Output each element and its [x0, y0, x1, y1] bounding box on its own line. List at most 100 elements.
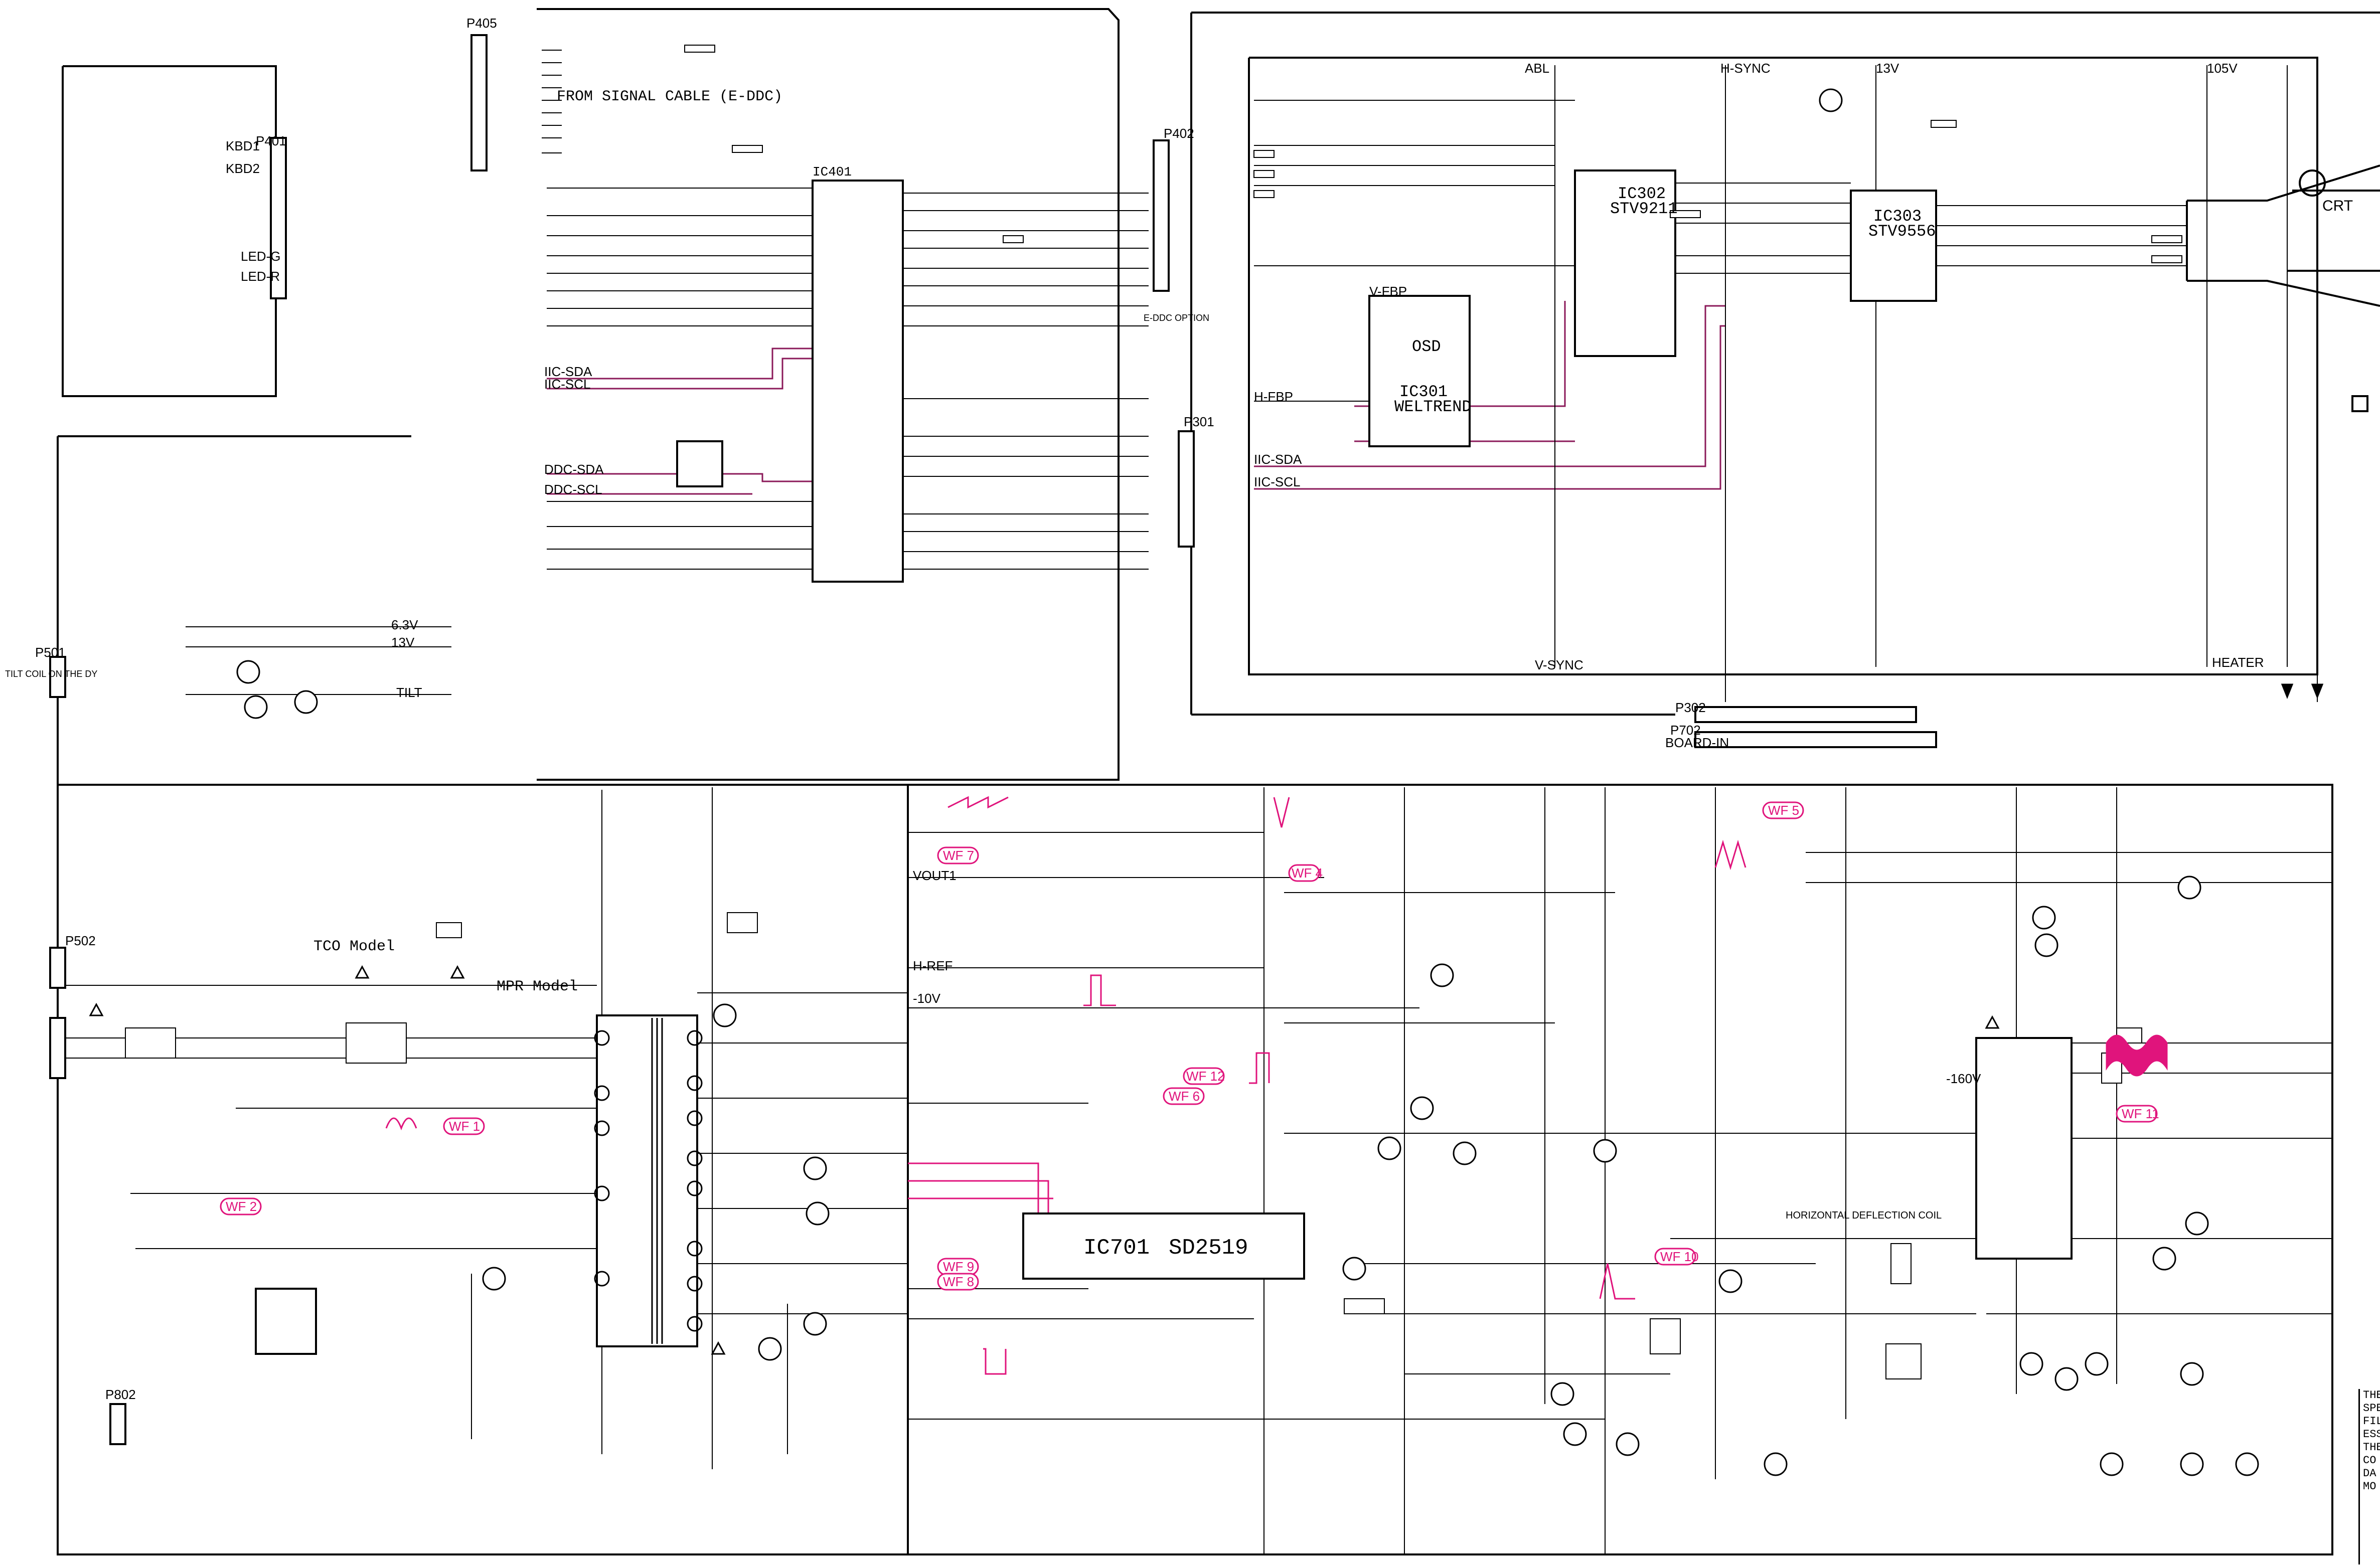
warning-icon [89, 1002, 104, 1016]
mcu-section-border [537, 8, 1120, 781]
connector-p302 [1694, 706, 1917, 723]
wf4-label: WF 4 [1292, 865, 1323, 881]
v6-3-label: 6.3V [391, 617, 418, 632]
p401-label: P401 [256, 133, 286, 148]
p302-label: P302 [1675, 700, 1706, 715]
wf10-label: WF 10 [1660, 1249, 1699, 1264]
tilt-label: TILT [396, 685, 422, 700]
ic301-name: IC301 [1399, 383, 1448, 401]
wf7-label: WF 7 [943, 848, 974, 863]
warning-icon [355, 965, 370, 979]
ic301-func: OSD [1412, 337, 1441, 356]
iic-scl-label: IIC-SCL [544, 377, 590, 392]
crt-neck [2186, 164, 2380, 307]
connector-p502 [49, 947, 66, 989]
ic302-stv9211 [1574, 169, 1676, 357]
p402-label: P402 [1164, 126, 1194, 141]
minus160v-label: -160V [1946, 1071, 1981, 1086]
p802-label: P802 [105, 1387, 136, 1402]
p502-label: P502 [65, 933, 96, 948]
connector-p405 [470, 34, 488, 171]
connector-p501 [49, 656, 66, 698]
ddc-sda-label: DDC-SDA [544, 462, 604, 477]
iic-scl-bus [547, 325, 1725, 490]
connector-p401 [270, 137, 287, 299]
v13-label: 13V [1876, 61, 1899, 76]
wf8-label: WF 8 [943, 1274, 974, 1289]
pincushion-wave [2106, 1034, 2168, 1077]
led-g-label: LED-G [241, 249, 280, 264]
v-sync-label: V-SYNC [1535, 657, 1583, 672]
power-transformer [596, 1014, 698, 1347]
iic-sda-bus [547, 305, 1725, 467]
ic501 [255, 1288, 317, 1355]
title-note-1: THE [2363, 1389, 2380, 1402]
ic302-name: IC302 [1618, 185, 1666, 203]
connector-p303 [2351, 395, 2368, 412]
ic301-osd [1368, 295, 1471, 447]
h-ref-label: H-REF [913, 958, 953, 973]
warning-icon [711, 1341, 726, 1355]
ic401-mcu [812, 180, 904, 583]
wf6-label: WF 6 [1169, 1089, 1200, 1104]
ddc-option-label: E-DDC OPTION [1144, 313, 1209, 323]
warning-icon [450, 965, 465, 979]
title-code: CO [2363, 1454, 2376, 1467]
wf11-label: WF 11 [2122, 1106, 2159, 1121]
ic303-part: STV9556 [1868, 222, 1936, 241]
ic303-stv9556 [1850, 190, 1937, 302]
h-sync-label: H-SYNC [1720, 61, 1771, 76]
p405-label: P405 [466, 16, 497, 31]
warning-icon [1985, 1015, 2000, 1029]
ddc-scl-label: DDC-SCL [544, 482, 602, 497]
kbd2-label: KBD2 [226, 161, 260, 176]
fbt-transformer [1975, 1037, 2073, 1260]
wf2-label: WF 2 [226, 1199, 257, 1214]
wf9-label: WF 9 [943, 1259, 974, 1274]
iic-scl-osd-label: IIC-SCL [1254, 474, 1300, 489]
tco-model-label: TCO Model [313, 938, 395, 955]
abl-label: ABL [1525, 61, 1549, 76]
title-block: THE SPE FIL ESS THE CO DA MO [2358, 1389, 2380, 1564]
tilt-coil-label: TILT COIL ON THE DY [5, 669, 97, 679]
title-note-5: THE [2363, 1441, 2380, 1454]
p702-label: P702 [1670, 723, 1701, 738]
ic303-name: IC303 [1873, 207, 1922, 226]
from-signal-cable-label: FROM SIGNAL CABLE (E-DDC) [557, 88, 782, 105]
h-fbp-label: H-FBP [1254, 389, 1293, 404]
ddc-bus [547, 473, 818, 495]
v13-tilt-label: 13V [391, 635, 415, 650]
wf1-label: WF 1 [449, 1119, 480, 1134]
led-r-label: LED-R [241, 269, 280, 284]
heater-label: HEATER [2212, 655, 2264, 670]
board-in-label: BOARD-IN [1665, 735, 1729, 750]
horizontal-deflection-label: HORIZONTAL DEFLECTION COIL [1786, 1210, 1942, 1221]
v-fbp-label: V-FBP [1369, 284, 1407, 299]
connector-p702 [1694, 731, 1937, 748]
minus10v-label: -10V [913, 991, 941, 1006]
connector-p801 [49, 1017, 66, 1079]
ic701-name: IC701 [1083, 1236, 1150, 1261]
connector-p802 [109, 1403, 126, 1445]
crt-label: CRT [2322, 198, 2353, 214]
kbd1-label: KBD1 [226, 138, 260, 153]
ic403 [676, 440, 723, 487]
power-section-border [57, 784, 909, 1555]
ic401-name: IC401 [813, 164, 852, 180]
title-note-3: FIL [2363, 1415, 2380, 1428]
ic701-part: SD2519 [1169, 1236, 1248, 1261]
wf12-label: WF 12 [1186, 1069, 1225, 1084]
mpr-model-label: MPR Model [497, 978, 578, 995]
ic701-sd2519 [1022, 1212, 1305, 1280]
connector-p402 [1153, 139, 1170, 292]
title-model: MO [2363, 1480, 2376, 1493]
p301-label: P301 [1184, 414, 1214, 429]
vout1-label: VOUT1 [913, 868, 957, 883]
iic-sda-label: IIC-SDA [544, 364, 592, 379]
title-note-4: ESS [2363, 1428, 2380, 1441]
ic302-part: STV9211 [1610, 200, 1677, 218]
title-note-2: SPE [2363, 1402, 2380, 1415]
connector-p301 [1178, 430, 1195, 548]
v105-label: 105V [2207, 61, 2238, 76]
iic-sda-osd-label: IIC-SDA [1254, 452, 1302, 467]
